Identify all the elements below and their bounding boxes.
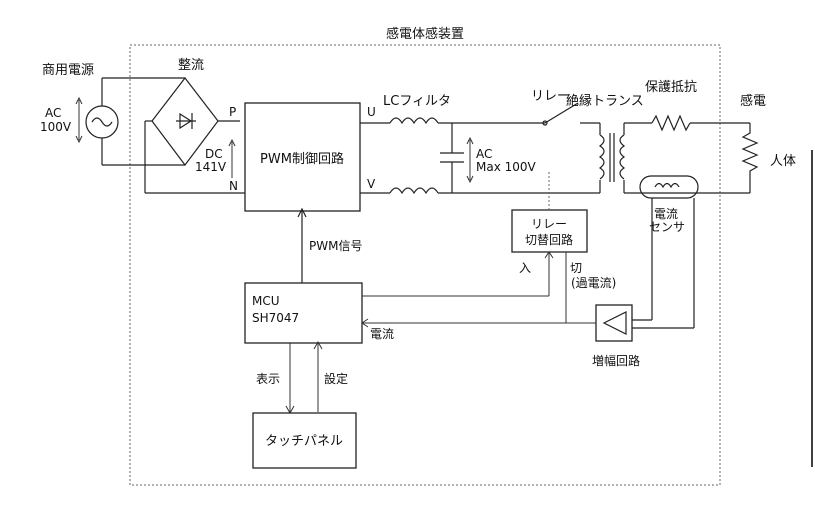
relay-switch (542, 102, 601, 193)
setting-label: 設定 (324, 371, 348, 386)
isolation-transformer (598, 123, 626, 193)
pwm-control-block (244, 102, 361, 212)
n-terminal: N (229, 179, 238, 193)
protection-resistor-label: 保護抵抗 (645, 79, 697, 95)
relay-switch-label-1: リレー (531, 217, 567, 231)
protection-resistor (624, 114, 730, 194)
ac-input-voltage: 100V (40, 120, 72, 134)
human-label: 人体 (770, 154, 796, 169)
p-terminal: P (229, 105, 236, 119)
overcurrent-label: (過電流) (571, 276, 616, 290)
touch-panel-label: タッチパネル (265, 434, 343, 449)
ac-out-label: AC (476, 147, 492, 161)
lc-filter-label: LCフィルタ (383, 94, 451, 109)
current-sensor-label-1: 電流 (654, 207, 678, 221)
display-label: 表示 (256, 372, 280, 386)
diagram-title: 感電体感装置 (386, 26, 464, 42)
relay-switch-circuit (511, 209, 588, 253)
current-feedback-label: 電流 (370, 327, 394, 341)
lc-filter (360, 117, 600, 195)
on-label: 入 (519, 261, 531, 275)
pwm-control-label: PWM制御回路 (260, 151, 344, 167)
mcu-block (244, 282, 363, 344)
human-body-resistor (730, 122, 759, 194)
current-sensor-label-2: センサ (649, 220, 685, 234)
current-sensor (632, 175, 699, 329)
device-boundary (129, 44, 721, 486)
ac-source (85, 77, 185, 166)
rectifier-bridge (144, 77, 245, 194)
mcu-label: MCU (252, 294, 280, 308)
relay-label: リレー (531, 89, 570, 104)
mcu-model: SH7047 (252, 311, 299, 325)
off-label: 切 (570, 261, 582, 275)
ac-input-label: AC (45, 106, 61, 120)
rectifier-label: 整流 (178, 58, 204, 73)
pwm-signal-label: PWM信号 (309, 239, 362, 253)
v-terminal: V (367, 177, 376, 191)
amplifier-label: 増幅回路 (592, 353, 640, 368)
dc-voltage: 141V (195, 160, 227, 174)
touch-panel-block (252, 412, 357, 469)
relay-switch-label-2: 切替回路 (525, 232, 573, 247)
commercial-power-label: 商用電源 (42, 63, 94, 78)
shock-label: 感電 (740, 93, 766, 109)
ac-out-voltage: Max 100V (476, 160, 537, 174)
dc-label: DC (205, 147, 223, 161)
u-terminal: U (367, 105, 376, 119)
isolation-transformer-label: 絶縁トランス (566, 93, 644, 109)
amplifier-symbol (602, 311, 627, 335)
